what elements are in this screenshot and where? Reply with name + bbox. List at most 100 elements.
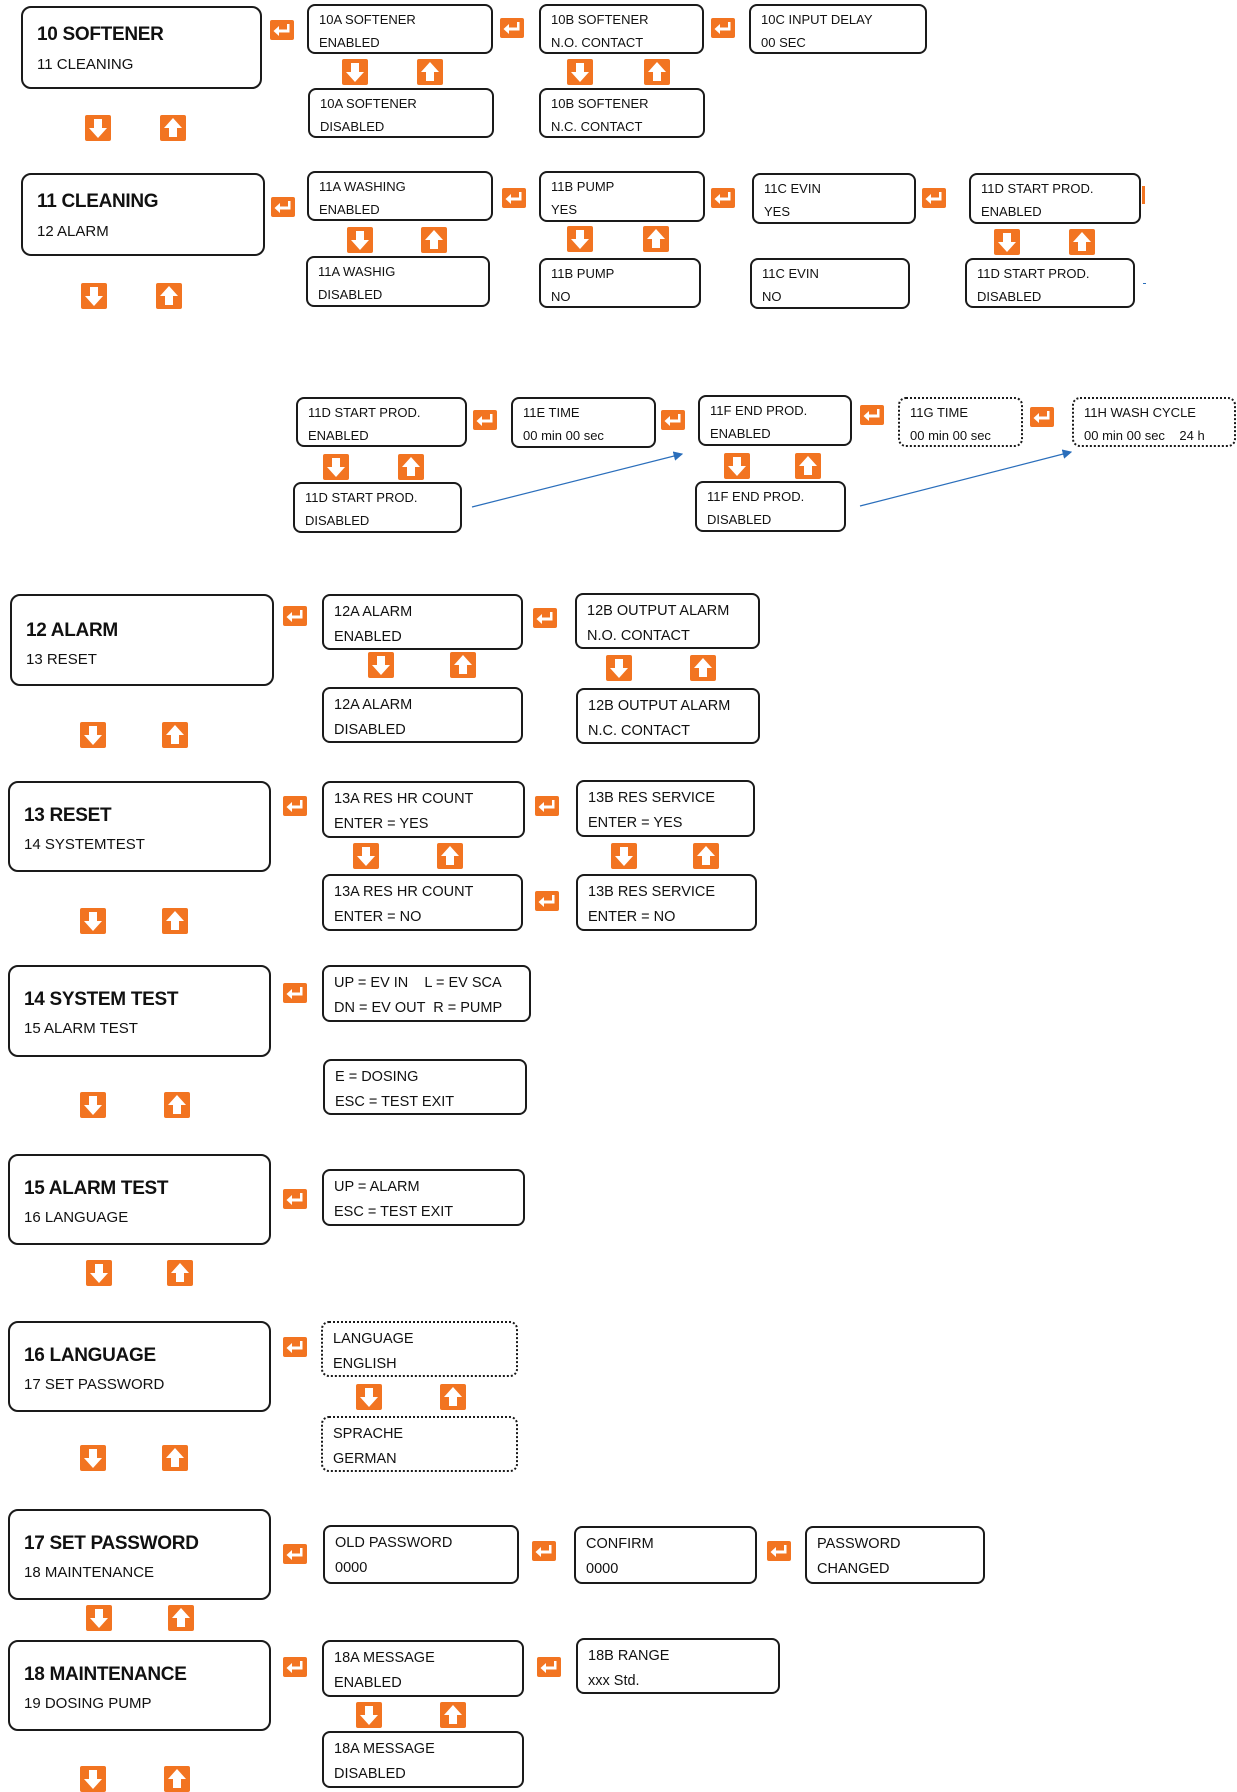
screen-11g-time[interactable]: 11G TIME 00 min 00 sec	[898, 397, 1023, 447]
menu-15-alarm-test[interactable]: 15 ALARM TEST 16 LANGUAGE	[8, 1154, 271, 1245]
enter-icon	[767, 1541, 791, 1561]
arrow-down-icon	[567, 226, 593, 252]
arrow-down-icon	[80, 908, 106, 934]
arrow-up-icon	[644, 59, 670, 85]
screen-11f-enabled[interactable]: 11F END PROD. ENABLED	[698, 395, 852, 446]
arrow-up-icon	[1069, 229, 1095, 255]
arrow-down-icon	[356, 1384, 382, 1410]
screen-12b-no-contact[interactable]: 12B OUTPUT ALARM N.O. CONTACT	[575, 593, 760, 649]
screen-11c-no[interactable]: 11C EVIN NO	[750, 258, 910, 309]
arrow-down-icon	[80, 1092, 106, 1118]
enter-icon	[271, 197, 295, 217]
enter-icon	[711, 18, 735, 38]
screen-language-german[interactable]: SPRACHE GERMAN	[321, 1416, 518, 1472]
screen-11f-disabled[interactable]: 11F END PROD. DISABLED	[695, 481, 846, 532]
menu-16-language[interactable]: 16 LANGUAGE 17 SET PASSWORD	[8, 1321, 271, 1412]
arrow-down-icon	[606, 655, 632, 681]
arrow-down-icon	[347, 227, 373, 253]
screen-13a-no[interactable]: 13A RES HR COUNT ENTER = NO	[322, 874, 523, 931]
screen-10a-disabled[interactable]: 10A SOFTENER DISABLED	[308, 88, 494, 138]
screen-14-keys[interactable]: UP = EV IN L = EV SCA DN = EV OUT R = PU…	[322, 965, 531, 1022]
enter-icon	[283, 1189, 307, 1209]
enter-icon	[1030, 407, 1054, 427]
enter-icon	[283, 1657, 307, 1677]
screen-old-password[interactable]: OLD PASSWORD 0000	[323, 1525, 519, 1584]
arrow-down-icon	[724, 453, 750, 479]
screen-11d-disabled-continued[interactable]: 11D START PROD. DISABLED	[293, 482, 462, 533]
enter-icon	[535, 891, 559, 911]
flow-arrow	[471, 451, 684, 508]
enter-icon	[860, 405, 884, 425]
arrow-up-icon	[417, 59, 443, 85]
menu-13-reset[interactable]: 13 RESET 14 SYSTEMTEST	[8, 781, 271, 872]
screen-10a-enabled[interactable]: 10A SOFTENER ENABLED	[307, 4, 493, 54]
screen-13a-yes[interactable]: 13A RES HR COUNT ENTER = YES	[322, 781, 525, 838]
screen-12a-disabled[interactable]: 12A ALARM DISABLED	[322, 687, 523, 743]
arrow-down-icon	[994, 229, 1020, 255]
enter-icon	[283, 983, 307, 1003]
screen-10b-nc-contact[interactable]: 10B SOFTENER N.C. CONTACT	[539, 88, 705, 138]
screen-11d-enabled-continued[interactable]: 11D START PROD. ENABLED	[296, 397, 467, 447]
menu-18-maintenance[interactable]: 18 MAINTENANCE 19 DOSING PUMP	[8, 1640, 271, 1731]
enter-icon	[502, 188, 526, 208]
arrow-down-icon	[342, 59, 368, 85]
screen-10c-input-delay[interactable]: 10C INPUT DELAY 00 SEC	[749, 4, 927, 54]
arrow-up-icon	[643, 226, 669, 252]
screen-15-keys[interactable]: UP = ALARM ESC = TEST EXIT	[322, 1169, 525, 1226]
arrow-up-icon	[162, 1445, 188, 1471]
screen-11a-enabled[interactable]: 11A WASHING ENABLED	[307, 171, 493, 221]
screen-18a-enabled[interactable]: 18A MESSAGE ENABLED	[322, 1640, 524, 1697]
screen-11d-disabled[interactable]: 11D START PROD. DISABLED	[965, 258, 1135, 308]
arrow-up-icon	[440, 1384, 466, 1410]
screen-12a-enabled[interactable]: 12A ALARM ENABLED	[322, 594, 523, 650]
screen-18a-disabled[interactable]: 18A MESSAGE DISABLED	[322, 1731, 524, 1788]
menu-17-set-password[interactable]: 17 SET PASSWORD 18 MAINTENANCE	[8, 1509, 271, 1600]
arrow-down-icon	[80, 722, 106, 748]
screen-confirm-password[interactable]: CONFIRM 0000	[574, 1526, 757, 1584]
arrow-down-icon	[80, 1766, 106, 1792]
screen-11c-yes[interactable]: 11C EVIN YES	[752, 173, 916, 224]
enter-icon	[711, 188, 735, 208]
screen-11b-yes[interactable]: 11B PUMP YES	[539, 171, 705, 222]
screen-13b-yes[interactable]: 13B RES SERVICE ENTER = YES	[576, 780, 755, 837]
arrow-up-icon	[690, 655, 716, 681]
screen-11a-disabled[interactable]: 11A WASHIG DISABLED	[306, 256, 490, 307]
arrow-up-icon	[693, 843, 719, 869]
edge-mark	[1142, 186, 1145, 204]
screen-password-changed[interactable]: PASSWORD CHANGED	[805, 1526, 985, 1584]
arrow-down-icon	[353, 843, 379, 869]
screen-10b-no-contact[interactable]: 10B SOFTENER N.O. CONTACT	[539, 4, 704, 54]
menu-title: 11 CLEANING	[37, 191, 159, 212]
enter-icon	[537, 1657, 561, 1677]
arrow-up-icon	[795, 453, 821, 479]
enter-icon	[533, 608, 557, 628]
screen-11b-no[interactable]: 11B PUMP NO	[539, 258, 701, 308]
enter-icon	[535, 796, 559, 816]
screen-11h-wash-cycle[interactable]: 11H WASH CYCLE 00 min 00 sec 24 h	[1072, 397, 1236, 447]
arrow-up-icon	[164, 1092, 190, 1118]
menu-title: 10 SOFTENER	[37, 24, 164, 45]
menu-14-system-test[interactable]: 14 SYSTEM TEST 15 ALARM TEST	[8, 965, 271, 1057]
arrow-down-icon	[80, 1445, 106, 1471]
arrow-up-icon	[398, 454, 424, 480]
flow-arrow	[859, 449, 1073, 507]
screen-12b-nc-contact[interactable]: 12B OUTPUT ALARM N.C. CONTACT	[576, 688, 760, 744]
screen-18b-range[interactable]: 18B RANGE xxx Std.	[576, 1638, 780, 1694]
enter-icon	[283, 796, 307, 816]
screen-11e-time[interactable]: 11E TIME 00 min 00 sec	[511, 397, 656, 448]
screen-language-english[interactable]: LANGUAGE ENGLISH	[321, 1321, 518, 1377]
menu-10-softener[interactable]: 10 SOFTENER 11 CLEANING	[21, 6, 262, 89]
enter-icon	[922, 188, 946, 208]
enter-icon	[532, 1541, 556, 1561]
screen-13b-no[interactable]: 13B RES SERVICE ENTER = NO	[576, 874, 757, 931]
menu-next-item: 11 CLEANING	[37, 56, 134, 73]
screen-14-keys-more[interactable]: E = DOSING ESC = TEST EXIT	[323, 1059, 527, 1115]
menu-11-cleaning[interactable]: 11 CLEANING 12 ALARM	[21, 173, 265, 256]
menu-12-alarm[interactable]: 12 ALARM 13 RESET	[10, 594, 274, 686]
arrow-down-icon	[85, 115, 111, 141]
arrow-up-icon	[437, 843, 463, 869]
arrow-up-icon	[167, 1260, 193, 1286]
screen-11d-enabled[interactable]: 11D START PROD. ENABLED	[969, 173, 1141, 224]
arrow-down-icon	[368, 652, 394, 678]
